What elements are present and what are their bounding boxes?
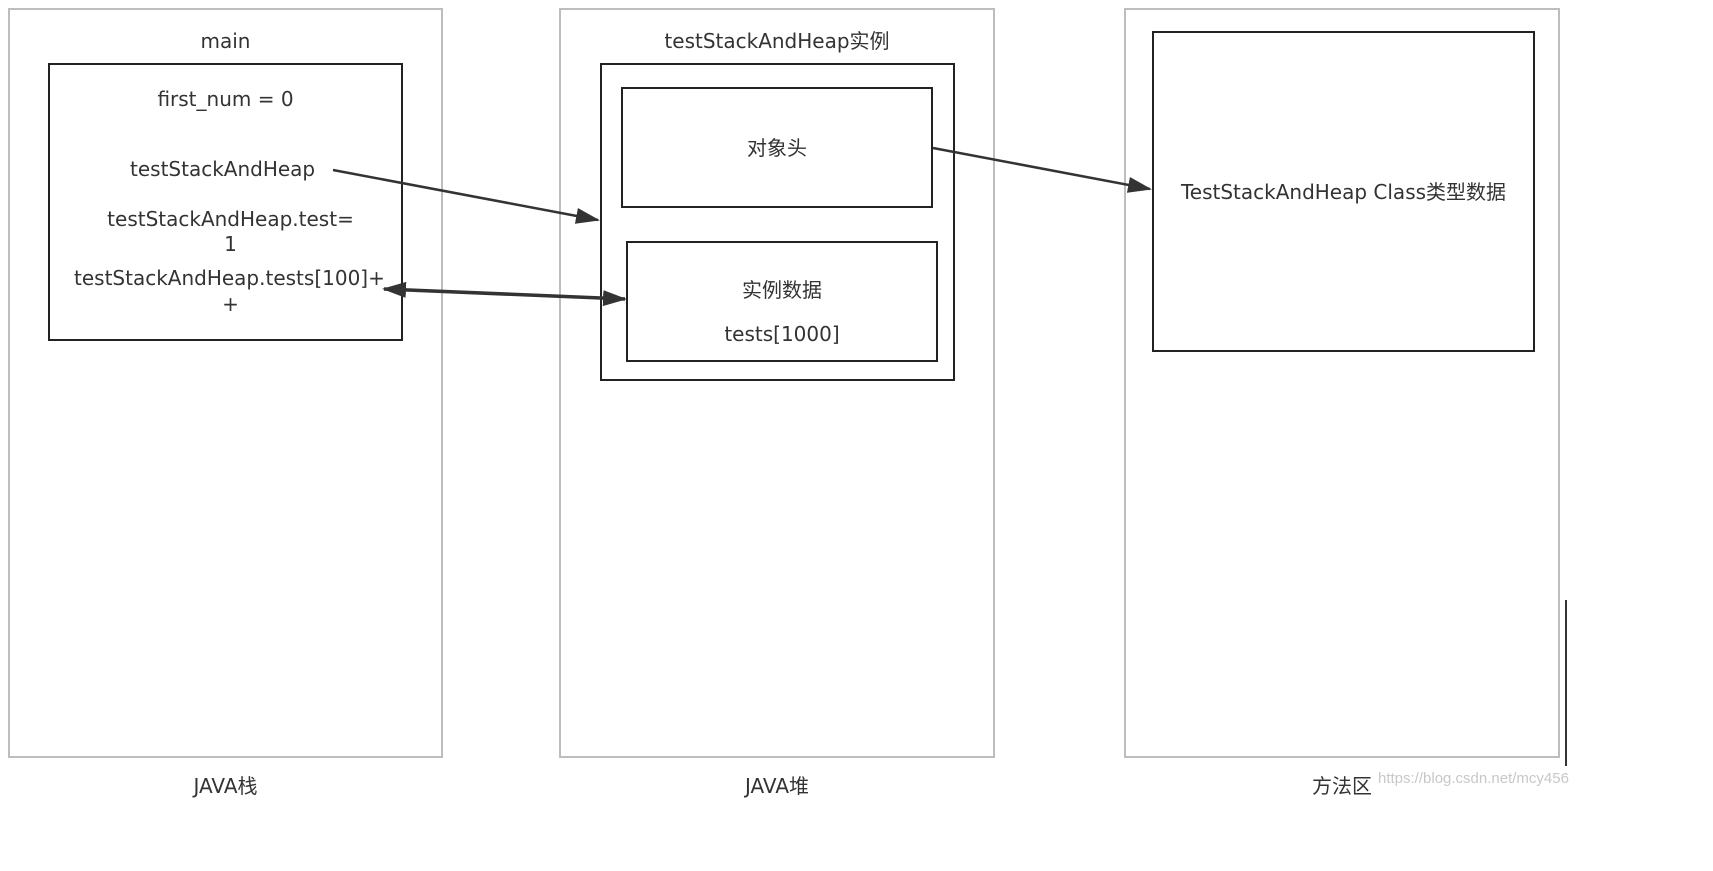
tests-increment-line1: testStackAndHeap.tests[100]+ (74, 266, 385, 290)
object-header-box (621, 87, 933, 208)
java-stack-caption: JAVA栈 (193, 774, 258, 798)
watermark-text: https://blog.csdn.net/mcy456 (1378, 770, 1569, 787)
main-stack-frame (48, 63, 403, 341)
edge-line (1565, 600, 1567, 766)
reference-arrow (332, 168, 600, 224)
tests-array-label: tests[1000] (724, 322, 840, 346)
instance-data-label: 实例数据 (742, 278, 822, 302)
main-frame-title: main (200, 29, 251, 53)
method-area-caption: 方法区 (1312, 774, 1372, 798)
java-heap-caption: JAVA堆 (744, 774, 810, 798)
object-header-label: 对象头 (747, 136, 807, 160)
instance-title: testStackAndHeap实例 (664, 29, 890, 53)
class-data-label: TestStackAndHeap Class类型数据 (1180, 180, 1507, 204)
test-assignment-line1: testStackAndHeap.test= (107, 207, 354, 231)
reference-var: testStackAndHeap (130, 157, 316, 181)
instance-data-arrow (382, 281, 627, 307)
class-data-box (1152, 31, 1535, 352)
class-pointer-arrow (932, 146, 1152, 193)
tests-increment-line2: + (222, 292, 239, 316)
first-num-var: first_num = 0 (157, 87, 294, 111)
test-assignment-line2: 1 (224, 232, 237, 256)
instance-data-box (626, 241, 938, 362)
